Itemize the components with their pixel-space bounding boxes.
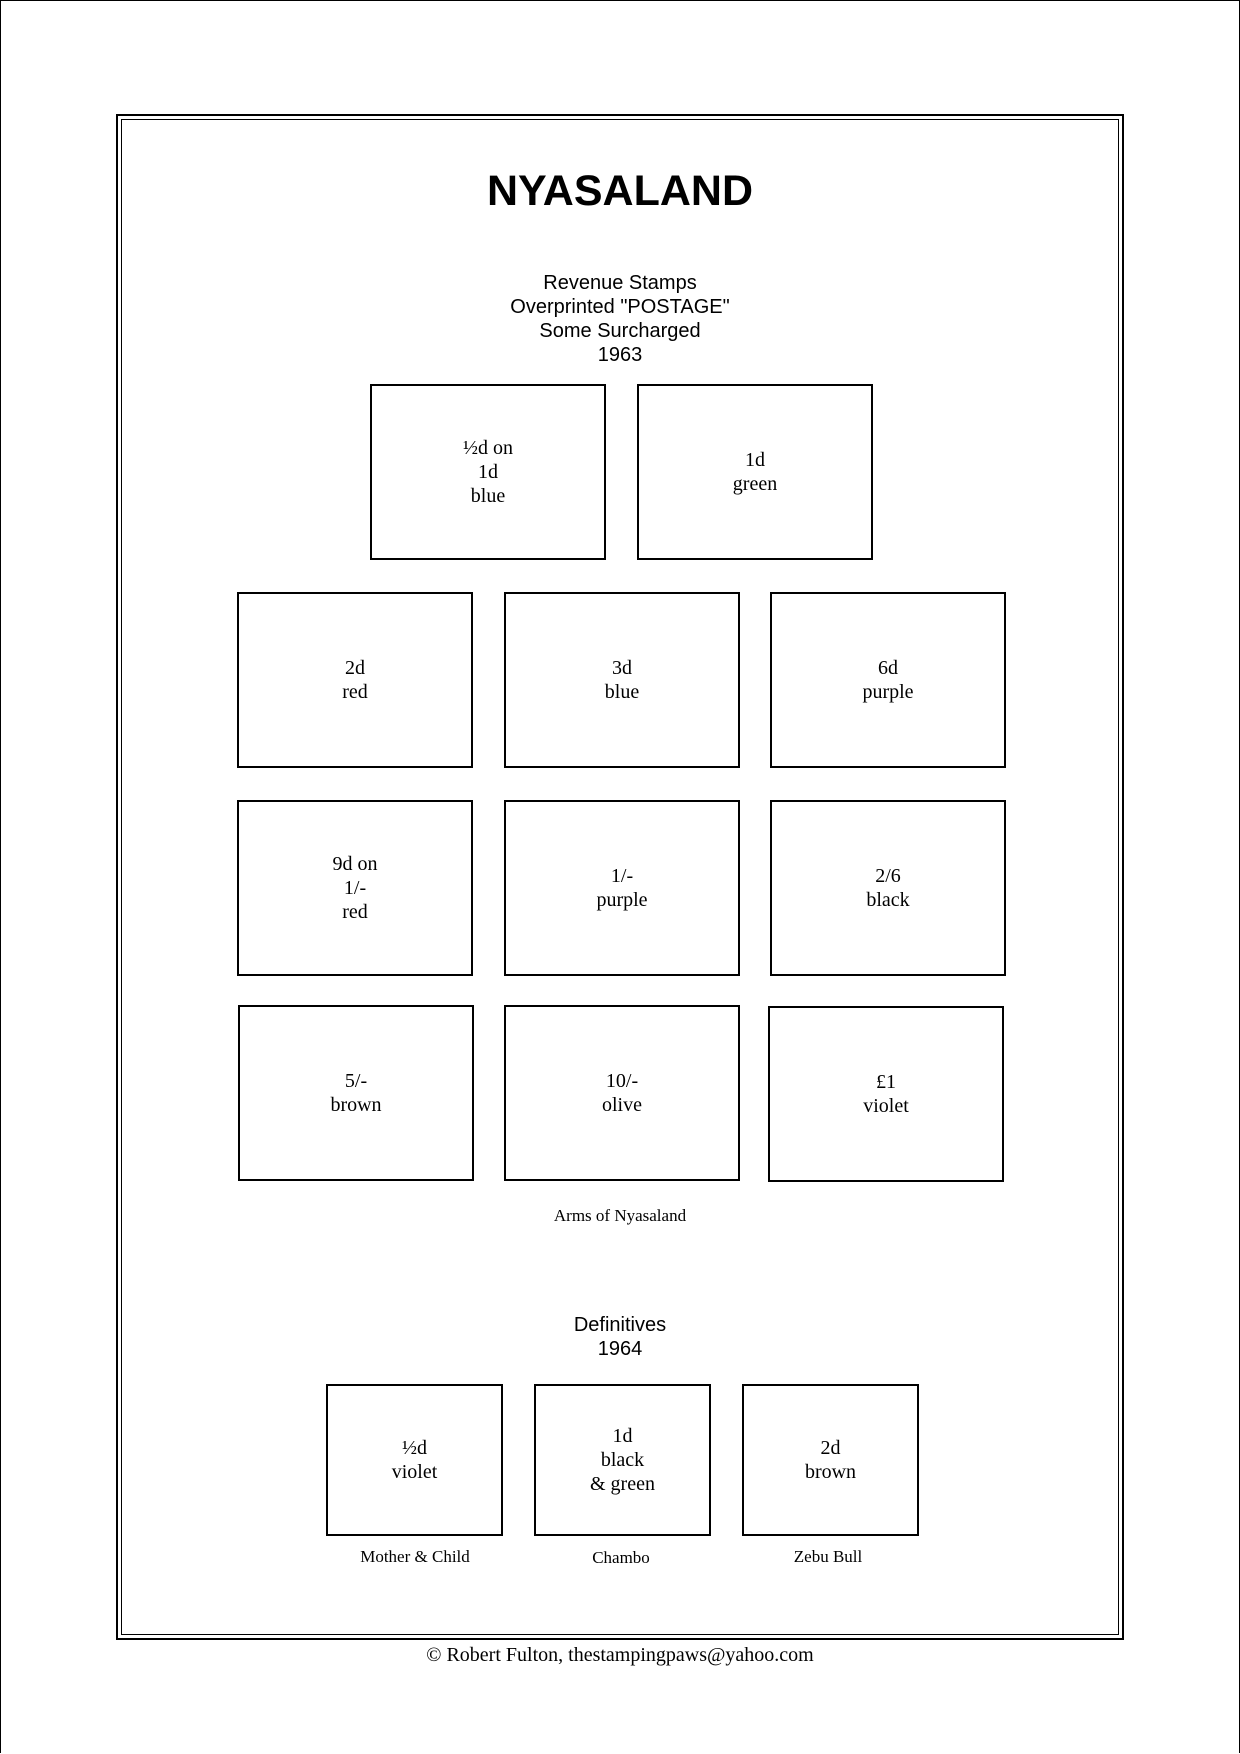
stamp-box: 6d purple <box>770 592 1006 768</box>
stamp-box: 1/- purple <box>504 800 740 976</box>
heading-line: Overprinted "POSTAGE" <box>510 296 730 318</box>
stamp-box: 9d on 1/- red <box>237 800 473 976</box>
stamp-line: red <box>342 901 368 923</box>
heading-line: 1963 <box>597 344 643 366</box>
stamp-caption: Chambo <box>592 1548 650 1567</box>
stamp-line: purple <box>596 889 648 911</box>
stamp-box: 2d red <box>237 592 473 768</box>
stamp-caption: Mother & Child <box>360 1547 470 1566</box>
stamp-line: 2d <box>345 657 365 679</box>
stamp-line: ½d on <box>463 437 513 459</box>
stamp-box: 2d brown <box>742 1384 919 1536</box>
heading-line: Some Surcharged <box>539 320 701 342</box>
stamp-line: red <box>342 681 368 703</box>
stamp-box: 1d green <box>637 384 873 560</box>
stamp-line: 1d <box>478 461 498 483</box>
stamp-line: 1/- <box>343 877 367 899</box>
stamp-box: ½d violet <box>326 1384 503 1536</box>
stamp-box: 2/6 black <box>770 800 1006 976</box>
stamp-box: 3d blue <box>504 592 740 768</box>
revenue-section-heading: Revenue Stamps Overprinted "POSTAGE" Som… <box>120 271 1120 367</box>
stamp-line: 2/6 <box>875 865 901 887</box>
stamp-line: brown <box>330 1094 382 1116</box>
heading-line: Revenue Stamps <box>543 272 697 294</box>
stamp-line: blue <box>604 681 640 703</box>
definitives-section-heading: Definitives 1964 <box>120 1313 1120 1361</box>
stamp-line: violet <box>391 1461 438 1483</box>
stamp-caption: Zebu Bull <box>793 1547 863 1566</box>
stamp-line: black <box>600 1449 645 1471</box>
heading-line: Definitives <box>573 1314 667 1336</box>
stamp-line: 1/- <box>610 865 634 887</box>
stamp-line: 1d <box>612 1425 633 1447</box>
stamp-line: 3d <box>612 657 632 679</box>
stamp-box: 5/- brown <box>238 1005 474 1181</box>
stamp-line: olive <box>602 1094 642 1116</box>
stamp-line: & green <box>590 1473 655 1495</box>
copyright-footer: © Robert Fulton, thestampingpaws@yahoo.c… <box>426 1644 814 1666</box>
stamp-line: 9d on <box>332 853 378 875</box>
stamp-line: 10/- <box>605 1070 639 1092</box>
page-title: NYASALAND <box>487 167 753 215</box>
stamp-line: ½d <box>402 1437 427 1459</box>
stamp-line: green <box>732 473 778 495</box>
stamp-line: 2d <box>820 1437 841 1459</box>
stamp-line: black <box>866 889 910 911</box>
album-page-border-inner <box>121 119 1119 1635</box>
stamp-line: 6d <box>878 657 898 679</box>
stamp-line: brown <box>804 1461 857 1483</box>
revenue-caption: Arms of Nyasaland <box>553 1206 687 1225</box>
stamp-line: violet <box>863 1095 909 1117</box>
stamp-line: blue <box>470 485 506 507</box>
stamp-box: £1 violet <box>768 1006 1004 1182</box>
heading-line: 1964 <box>597 1338 643 1360</box>
stamp-box: ½d on 1d blue <box>370 384 606 560</box>
album-page-border-outer <box>116 114 1124 1640</box>
stamp-line: 5/- <box>344 1070 368 1092</box>
stamp-box: 10/- olive <box>504 1005 740 1181</box>
stamp-line: 1d <box>745 449 765 471</box>
stamp-box: 1d black & green <box>534 1384 711 1536</box>
stamp-line: £1 <box>876 1071 896 1093</box>
stamp-line: purple <box>862 681 914 703</box>
